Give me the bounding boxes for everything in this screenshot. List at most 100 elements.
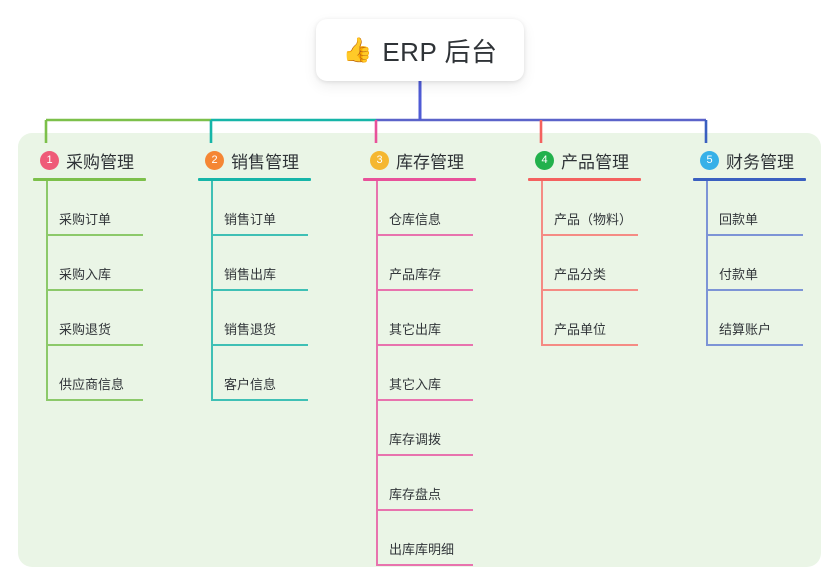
leaf-underline bbox=[377, 234, 473, 236]
leaf-underline bbox=[212, 399, 308, 401]
leaf-label: 其它出库 bbox=[389, 322, 442, 337]
leaf-underline bbox=[377, 564, 473, 566]
leaf-item[interactable]: 采购入库 bbox=[33, 236, 198, 291]
leaf-spine-5 bbox=[706, 181, 708, 346]
branch-badge-2: 2 bbox=[205, 151, 224, 170]
leaf-underline bbox=[377, 344, 473, 346]
leaf-underline bbox=[542, 289, 638, 291]
branch-title-3: 库存管理 bbox=[396, 153, 464, 172]
leaf-label: 产品单位 bbox=[554, 322, 607, 337]
branch-underline-4 bbox=[528, 178, 641, 181]
branch-header-4[interactable]: 4 产品管理 bbox=[528, 143, 693, 178]
leaf-label: 销售退货 bbox=[224, 322, 277, 337]
leaf-item[interactable]: 产品（物料） bbox=[528, 181, 693, 236]
leaf-spine-2 bbox=[211, 181, 213, 401]
leaf-underline bbox=[212, 344, 308, 346]
leaf-underline bbox=[542, 344, 638, 346]
leaf-spine-3 bbox=[376, 181, 378, 566]
leaf-label: 供应商信息 bbox=[59, 377, 125, 392]
branch-underline-5 bbox=[693, 178, 806, 181]
leaf-label: 库存调拨 bbox=[389, 432, 442, 447]
branch-column-3: 3 库存管理仓库信息产品库存其它出库其它入库库存调拨库存盘点出库库明细 bbox=[363, 143, 528, 566]
leaf-underline bbox=[707, 234, 803, 236]
leaf-underline bbox=[47, 344, 143, 346]
leaf-underline bbox=[377, 289, 473, 291]
leaf-item[interactable]: 库存盘点 bbox=[363, 456, 528, 511]
leaf-label: 其它入库 bbox=[389, 377, 442, 392]
branch-title-5: 财务管理 bbox=[726, 153, 794, 172]
leaf-item[interactable]: 其它入库 bbox=[363, 346, 528, 401]
leaf-spine-1 bbox=[46, 181, 48, 401]
leaf-list-4: 产品（物料） 产品分类产品单位 bbox=[528, 181, 693, 346]
leaf-label: 回款单 bbox=[719, 212, 759, 227]
leaf-item[interactable]: 销售订单 bbox=[198, 181, 363, 236]
leaf-list-5: 回款单付款单结算账户 bbox=[693, 181, 839, 346]
branch-badge-4: 4 bbox=[535, 151, 554, 170]
thumbs-up-icon: 👍 bbox=[342, 37, 373, 64]
leaf-underline bbox=[377, 454, 473, 456]
leaf-label: 采购退货 bbox=[59, 322, 112, 337]
leaf-item[interactable]: 销售退货 bbox=[198, 291, 363, 346]
leaf-label: 库存盘点 bbox=[389, 487, 442, 502]
branch-header-2[interactable]: 2 销售管理 bbox=[198, 143, 363, 178]
leaf-label: 销售订单 bbox=[224, 212, 277, 227]
branch-column-2: 2 销售管理销售订单销售出库销售退货客户信息 bbox=[198, 143, 363, 401]
leaf-list-1: 采购订单采购入库采购退货供应商信息 bbox=[33, 181, 198, 401]
leaf-item[interactable]: 产品库存 bbox=[363, 236, 528, 291]
leaf-item[interactable]: 产品单位 bbox=[528, 291, 693, 346]
branch-badge-3: 3 bbox=[370, 151, 389, 170]
leaf-underline bbox=[707, 289, 803, 291]
leaf-underline bbox=[377, 399, 473, 401]
root-node[interactable]: 👍 ERP 后台 bbox=[316, 19, 524, 81]
leaf-item[interactable]: 仓库信息 bbox=[363, 181, 528, 236]
branch-underline-2 bbox=[198, 178, 311, 181]
branch-column-1: 1 采购管理采购订单采购入库采购退货供应商信息 bbox=[33, 143, 198, 401]
leaf-item[interactable]: 其它出库 bbox=[363, 291, 528, 346]
branch-badge-1: 1 bbox=[40, 151, 59, 170]
leaf-label: 采购订单 bbox=[59, 212, 112, 227]
leaf-label: 产品（物料） bbox=[554, 212, 633, 227]
leaf-item[interactable]: 回款单 bbox=[693, 181, 839, 236]
leaf-label: 付款单 bbox=[719, 267, 759, 282]
branch-title-2: 销售管理 bbox=[231, 153, 299, 172]
leaf-underline bbox=[707, 344, 803, 346]
branch-title-4: 产品管理 bbox=[561, 153, 629, 172]
leaf-item[interactable]: 库存调拨 bbox=[363, 401, 528, 456]
branch-header-3[interactable]: 3 库存管理 bbox=[363, 143, 528, 178]
leaf-label: 结算账户 bbox=[719, 322, 772, 337]
leaf-label: 采购入库 bbox=[59, 267, 112, 282]
leaf-item[interactable]: 产品分类 bbox=[528, 236, 693, 291]
branch-underline-3 bbox=[363, 178, 476, 181]
root-title: ERP 后台 bbox=[382, 36, 498, 67]
branch-header-1[interactable]: 1 采购管理 bbox=[33, 143, 198, 178]
branch-column-4: 4 产品管理产品（物料） 产品分类产品单位 bbox=[528, 143, 693, 346]
leaf-item[interactable]: 结算账户 bbox=[693, 291, 839, 346]
leaf-underline bbox=[542, 234, 638, 236]
leaf-label: 产品分类 bbox=[554, 267, 607, 282]
leaf-label: 出库库明细 bbox=[389, 542, 455, 557]
branch-title-1: 采购管理 bbox=[66, 153, 134, 172]
leaf-label: 客户信息 bbox=[224, 377, 277, 392]
leaf-item[interactable]: 供应商信息 bbox=[33, 346, 198, 401]
leaf-item[interactable]: 采购退货 bbox=[33, 291, 198, 346]
branch-underline-1 bbox=[33, 178, 146, 181]
leaf-underline bbox=[47, 289, 143, 291]
leaf-item[interactable]: 客户信息 bbox=[198, 346, 363, 401]
leaf-label: 产品库存 bbox=[389, 267, 442, 282]
leaf-list-2: 销售订单销售出库销售退货客户信息 bbox=[198, 181, 363, 401]
leaf-label: 仓库信息 bbox=[389, 212, 442, 227]
leaf-item[interactable]: 付款单 bbox=[693, 236, 839, 291]
leaf-item[interactable]: 采购订单 bbox=[33, 181, 198, 236]
leaf-spine-4 bbox=[541, 181, 543, 346]
leaf-underline bbox=[47, 399, 143, 401]
leaf-underline bbox=[212, 289, 308, 291]
leaf-item[interactable]: 销售出库 bbox=[198, 236, 363, 291]
diagram-panel bbox=[18, 133, 821, 567]
leaf-item[interactable]: 出库库明细 bbox=[363, 511, 528, 566]
leaf-underline bbox=[212, 234, 308, 236]
leaf-underline bbox=[47, 234, 143, 236]
